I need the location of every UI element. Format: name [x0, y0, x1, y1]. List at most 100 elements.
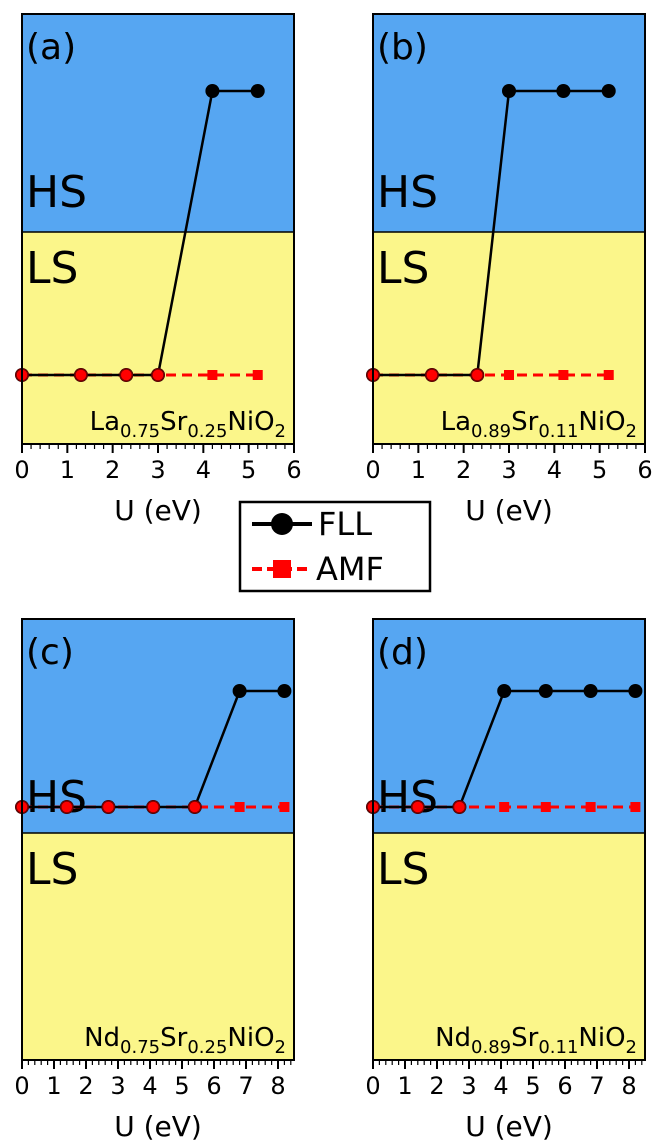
subscript-text: 0.75: [120, 1037, 160, 1058]
subscript-text: 2: [626, 421, 637, 442]
amf-point: [252, 370, 263, 380]
x-axis-label: U (eV): [465, 494, 553, 527]
hs-label: HS: [377, 167, 438, 218]
panel-label: (d): [377, 632, 428, 673]
x-tick-label: 4: [547, 456, 562, 484]
amf-point: [499, 802, 510, 812]
amf-point: [234, 802, 245, 812]
x-tick-label: 4: [493, 1072, 508, 1100]
fll-line: [22, 89, 258, 377]
x-tick-label: 2: [429, 1072, 444, 1100]
amf-point-overlap: [146, 800, 160, 814]
amf-point-overlap: [60, 800, 74, 814]
hs-region: [22, 619, 294, 833]
x-tick-label: 0: [14, 1072, 29, 1100]
amf-point: [207, 370, 218, 380]
fll-point: [277, 684, 292, 698]
x-tick-label: 6: [206, 1072, 221, 1100]
formula-text: NiO: [578, 1023, 625, 1053]
formula-text: Sr: [511, 407, 539, 437]
hs-label: HS: [26, 772, 87, 823]
formula-text: Nd: [84, 1023, 120, 1053]
fll-point: [628, 684, 643, 698]
hs-region: [373, 619, 645, 833]
subscript-text: 0.11: [538, 1037, 578, 1058]
formula-text: Sr: [160, 1023, 188, 1053]
x-tick-label: 8: [270, 1072, 285, 1100]
amf-point-overlap: [119, 368, 134, 382]
fll-point: [601, 84, 616, 98]
subscript-text: 2: [275, 421, 286, 442]
x-tick-label: 2: [78, 1072, 93, 1100]
amf-point: [603, 370, 614, 380]
x-tick-label: 3: [501, 456, 516, 484]
amf-point-overlap: [411, 800, 425, 814]
amf-point-overlap: [101, 800, 116, 814]
hs-label: HS: [377, 772, 438, 823]
x-tick-label: 8: [621, 1072, 636, 1100]
x-axis-label: U (eV): [114, 494, 202, 527]
fll-point: [583, 684, 598, 698]
formula-text: NiO: [578, 407, 625, 437]
x-tick-label: 3: [110, 1072, 125, 1100]
ls-label: LS: [26, 243, 78, 294]
compound-annotation: La0.89Sr0.11NiO2: [441, 407, 637, 442]
x-tick-label: 3: [461, 1072, 476, 1100]
ls-region: [22, 833, 294, 1060]
fll-line: [373, 89, 609, 377]
amf-point: [558, 370, 569, 380]
ls-region: [373, 833, 645, 1060]
subscript-text: 0.25: [187, 1037, 227, 1058]
x-tick-label: 6: [286, 456, 301, 484]
x-tick-label: 6: [557, 1072, 572, 1100]
compound-annotation: Nd0.89Sr0.11NiO2: [435, 1023, 637, 1058]
amf-point: [585, 802, 596, 812]
subscript-text: 0.89: [471, 421, 511, 442]
x-tick-label: 6: [637, 456, 652, 484]
amf-point-overlap: [151, 368, 165, 382]
panel-label: (b): [377, 27, 428, 68]
ls-label: LS: [26, 844, 78, 895]
x-tick-label: 4: [196, 456, 211, 484]
hs-label: HS: [26, 167, 87, 218]
fll-point: [538, 684, 553, 698]
formula-text: Sr: [511, 1023, 539, 1053]
plot-frame: [372, 618, 646, 1061]
x-tick-label: 4: [142, 1072, 157, 1100]
subscript-text: 2: [626, 1037, 637, 1058]
legend-amf-label: AMF: [316, 550, 384, 588]
amf-point: [630, 802, 641, 812]
legend-box: [238, 500, 432, 593]
fll-point: [232, 684, 247, 698]
hs-region: [22, 14, 294, 232]
x-tick-label: 5: [525, 1072, 540, 1100]
subscript-text: 0.89: [471, 1037, 511, 1058]
amf-point: [279, 802, 290, 812]
subscript-text: 2: [275, 1037, 286, 1058]
ls-region: [373, 232, 645, 444]
fll-point: [205, 84, 220, 98]
x-tick-label: 2: [456, 456, 471, 484]
ls-label: LS: [377, 844, 429, 895]
x-axis-label: U (eV): [114, 1110, 202, 1143]
formula-text: La: [90, 407, 120, 437]
legend-fll-label: FLL: [318, 505, 372, 543]
hs-region: [373, 14, 645, 232]
legend-fll-marker: [271, 513, 293, 535]
x-tick-label: 5: [241, 456, 256, 484]
amf-point: [504, 370, 514, 380]
x-tick-label: 0: [365, 456, 380, 484]
fll-point: [250, 84, 265, 98]
x-axis-label: U (eV): [465, 1110, 553, 1143]
amf-point-overlap: [470, 368, 485, 382]
subscript-text: 0.75: [120, 421, 160, 442]
fll-point: [556, 84, 571, 98]
panel-label: (a): [26, 27, 76, 68]
amf-point-overlap: [452, 800, 467, 814]
x-tick-label: 3: [150, 456, 165, 484]
amf-point-overlap: [74, 368, 88, 382]
subscript-text: 0.11: [538, 421, 578, 442]
formula-text: NiO: [227, 1023, 274, 1053]
